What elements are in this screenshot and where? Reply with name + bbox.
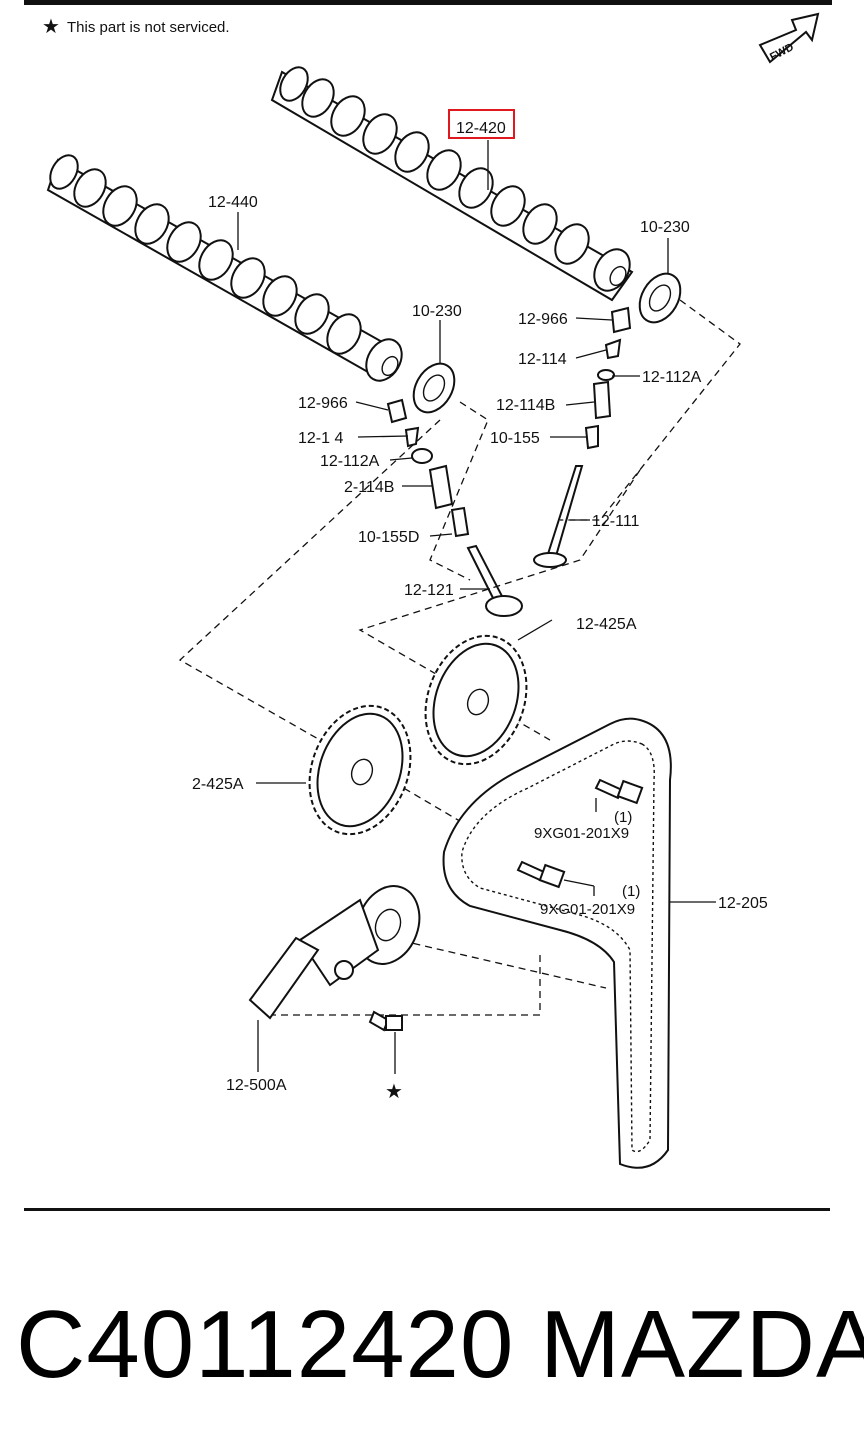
seal-10-155-right: [584, 424, 599, 450]
valve-train-left: [386, 398, 523, 617]
valve-train-right: [533, 306, 632, 568]
label-bolt2-code: 9XG01-201X9: [540, 901, 635, 918]
label-10-230-left: 10-230: [412, 303, 462, 320]
part-number: C40112420: [16, 1291, 515, 1398]
camshaft-12-440: [46, 154, 403, 382]
label-12-114-right: 12-114: [518, 351, 567, 368]
tensioner-12-500A: [248, 885, 421, 1020]
label-12-114B-right: 12-114B: [496, 397, 555, 414]
label-12-112A-right: 12-112A: [642, 369, 702, 386]
label-10-155: 10-155: [490, 430, 540, 447]
exploded-view-diagram: ★ This part is not serviced. FWD: [24, 0, 832, 1211]
label-12-121: 12-121: [404, 582, 454, 599]
label-12-111: 12-111: [592, 513, 640, 530]
timing-belt-12-205: [442, 717, 672, 1169]
label-10-230-right: 10-230: [640, 219, 690, 236]
cam-sprocket-12-425A-left: [308, 704, 412, 836]
label-12-114-left: 12-1 4: [298, 430, 343, 447]
star-icon: ★: [42, 16, 60, 38]
label-10-155D: 10-155D: [358, 529, 419, 546]
oil-seal-10-230-right: [638, 272, 682, 324]
tappet-12-966-left: [386, 398, 408, 424]
label-12-500A: 12-500A: [226, 1077, 287, 1094]
tappet-12-966-right: [610, 306, 632, 334]
label-bolt1-qty: (1): [614, 809, 632, 826]
label-bolt1-code: 9XG01-201X9: [534, 825, 629, 842]
valve-12-111: [546, 465, 584, 558]
cam-sprocket-12-425A-right: [424, 634, 528, 766]
label-12-112A-left: 12-112A: [320, 453, 380, 470]
retainer-12-112A-right: [597, 369, 615, 381]
label-12-420: 12-420: [456, 120, 506, 137]
fwd-arrow-icon: FWD: [758, 12, 820, 64]
oil-seal-10-230-left: [412, 362, 456, 414]
label-12-205: 12-205: [718, 895, 768, 912]
label-12-114B-left: 2-114B: [344, 479, 394, 496]
tensioner-bolt: [368, 1010, 403, 1032]
sprocket-bolt-1: [594, 778, 644, 805]
leader-lines: [237, 140, 716, 1074]
retainer-12-112A-left: [411, 448, 433, 464]
valve-12-121: [466, 544, 506, 606]
brand-name: MAZDA: [540, 1291, 864, 1398]
label-12-440: 12-440: [208, 194, 258, 211]
bottom-rule: [24, 1208, 830, 1211]
label-12-966-right: 12-966: [518, 311, 568, 328]
seal-10-155D: [450, 506, 470, 538]
label-12-425A-left: 2-425A: [192, 776, 244, 793]
keeper-12-114-left: [404, 426, 420, 448]
label-bolt2-qty: (1): [622, 883, 640, 900]
top-rule: [24, 0, 832, 5]
sprocket-bolt-2: [516, 860, 566, 889]
label-12-966-left: 12-966: [298, 395, 348, 412]
camshaft-12-420: [270, 66, 634, 302]
spring-12-114B-right: [592, 380, 612, 420]
spring-12-114B-left: [428, 464, 454, 510]
highlight-box-12-420: [448, 109, 515, 139]
part-caption: C40112420 MAZDA: [0, 1290, 864, 1400]
not-serviced-star-icon: ★: [385, 1081, 403, 1103]
keeper-12-114-right: [604, 338, 622, 360]
label-12-425A-right: 12-425A: [576, 616, 637, 633]
not-serviced-note: This part is not serviced.: [67, 19, 230, 36]
